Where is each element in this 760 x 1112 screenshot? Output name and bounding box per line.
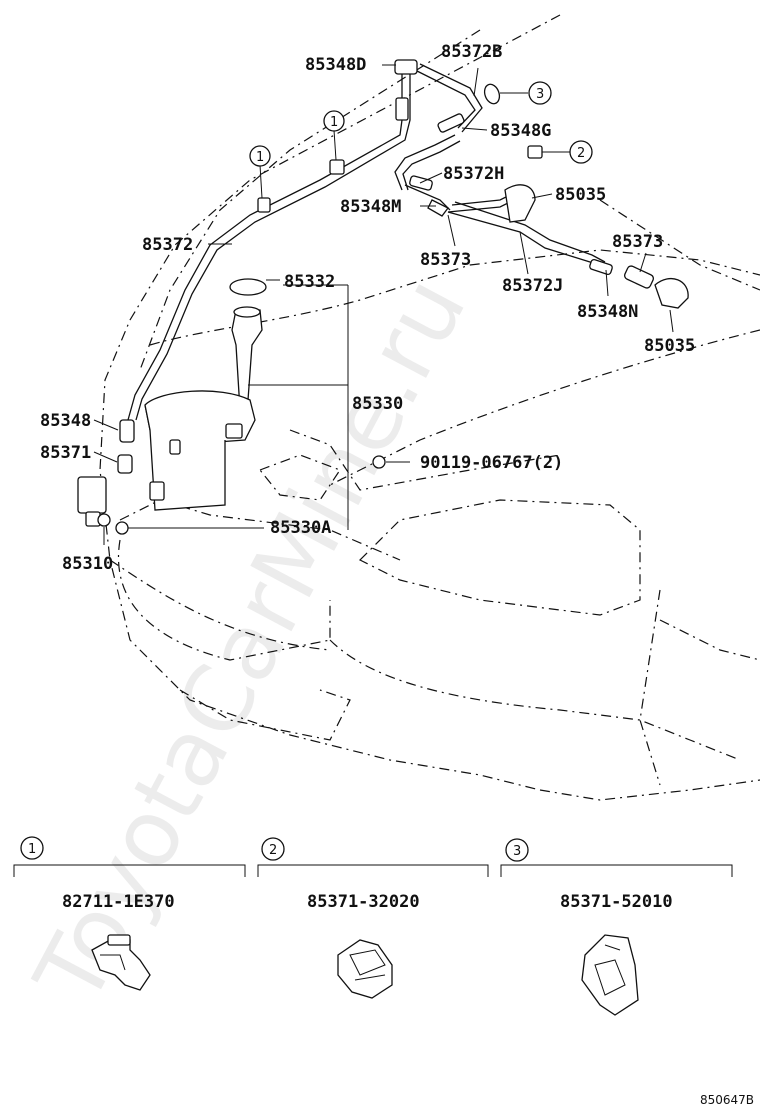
callout-3: 3 <box>528 81 552 105</box>
label-90119-06767: 90119-06767(2) <box>420 453 563 473</box>
label-85372: 85372 <box>142 235 193 255</box>
label-85035-upper: 85035 <box>555 185 606 205</box>
callout-1-b: 1 <box>323 110 345 132</box>
svg-text:1: 1 <box>28 842 36 857</box>
detail-3-part-number: 85371-52010 <box>560 892 673 912</box>
label-85373-left: 85373 <box>420 250 471 270</box>
label-85348: 85348 <box>40 411 91 431</box>
label-85372J: 85372J <box>502 276 563 296</box>
detail-panel-3: 3 85371-52010 <box>500 838 733 1016</box>
detail-2-part-number: 85371-32020 <box>307 892 420 912</box>
clip-85371-32020-illustration <box>337 939 393 999</box>
detail-panels: 1 82711-1E370 2 85371-32020 3 853 <box>13 836 733 1016</box>
vehicle-body-outline <box>99 14 760 801</box>
label-85372B: 85372B <box>441 42 502 62</box>
washer-tank-assembly <box>77 278 386 535</box>
callout-2: 2 <box>569 140 593 164</box>
detail-panel-2: 2 85371-32020 <box>257 837 489 999</box>
callouts: 1 1 2 3 <box>249 81 593 167</box>
label-85332: 85332 <box>284 272 335 292</box>
label-85035-lower: 85035 <box>644 336 695 356</box>
label-85348D: 85348D <box>305 55 366 75</box>
clip-82711-illustration <box>91 934 151 991</box>
label-85348N: 85348N <box>577 302 638 322</box>
label-85330A: 85330A <box>270 518 331 538</box>
leader-lines <box>93 64 674 545</box>
label-85310: 85310 <box>62 554 113 574</box>
svg-text:3: 3 <box>536 87 544 102</box>
label-85348M: 85348M <box>340 197 401 217</box>
svg-text:3: 3 <box>513 844 521 859</box>
washer-hoses <box>127 63 606 421</box>
label-85348G: 85348G <box>490 121 551 141</box>
svg-text:2: 2 <box>269 843 277 858</box>
connector-parts <box>257 59 689 309</box>
label-85371: 85371 <box>40 443 91 463</box>
part-labels: 85348D 85372B 85348G 85372H 85035 85348M… <box>40 42 695 574</box>
callout-1-a: 1 <box>249 145 271 167</box>
clip-85371-52010-illustration <box>581 934 639 1016</box>
label-85373-right: 85373 <box>612 232 663 252</box>
diagram-code: 850647B <box>700 1093 754 1107</box>
detail-panel-1: 1 82711-1E370 <box>13 836 246 991</box>
label-85372H: 85372H <box>443 164 504 184</box>
svg-text:1: 1 <box>330 115 338 130</box>
svg-text:2: 2 <box>577 146 585 161</box>
svg-text:1: 1 <box>256 150 264 165</box>
label-85330: 85330 <box>352 394 403 414</box>
detail-1-part-number: 82711-1E370 <box>62 892 175 912</box>
